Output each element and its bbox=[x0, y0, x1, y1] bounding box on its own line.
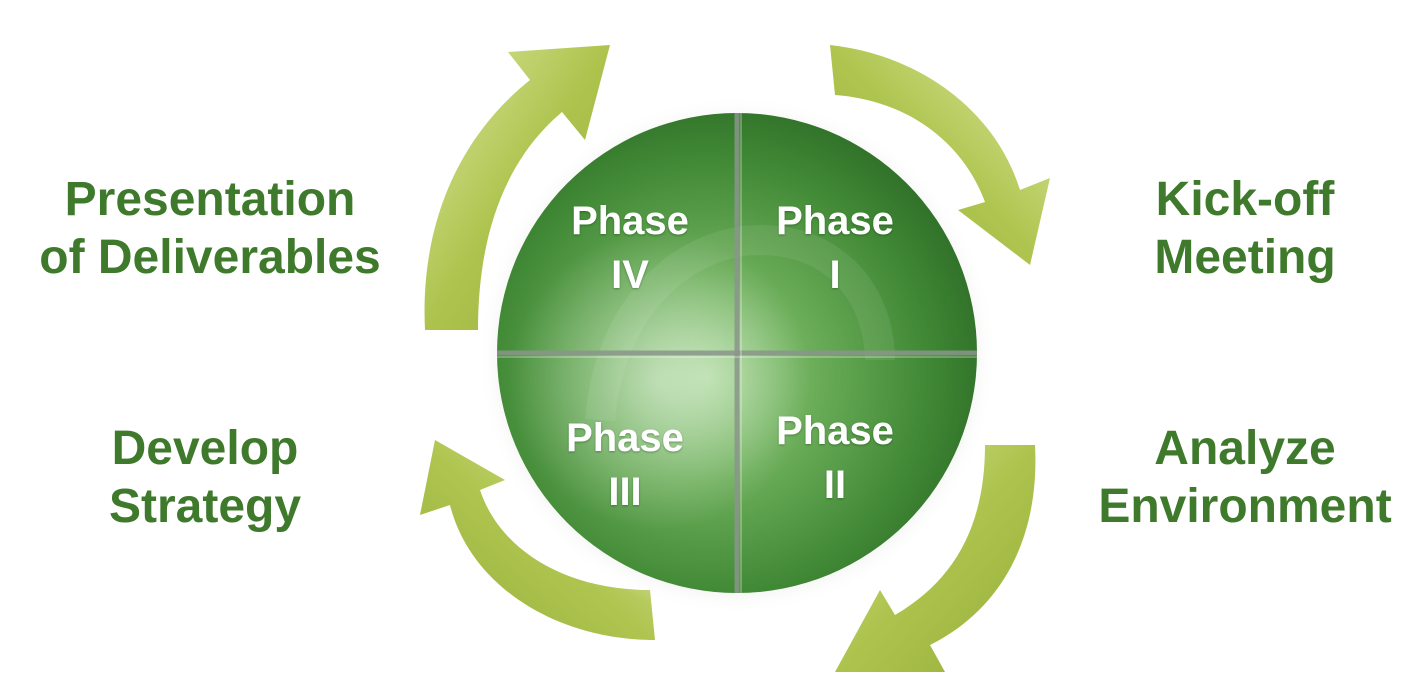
quadrant-number: IV bbox=[611, 253, 649, 297]
curved-arrow-icon bbox=[835, 445, 1036, 672]
step-label-line: Environment bbox=[1098, 480, 1392, 533]
step-label-line: of Deliverables bbox=[39, 231, 381, 284]
curved-arrow-icon bbox=[830, 45, 1050, 265]
quadrant-phase-iv: Phase IV bbox=[540, 194, 720, 302]
quadrant-phase-iii: Phase III bbox=[535, 411, 715, 519]
quadrant-label: Phase bbox=[566, 416, 684, 460]
quadrant-number: III bbox=[608, 470, 642, 514]
quadrant-label: Phase bbox=[571, 199, 689, 243]
curved-arrow-icon bbox=[424, 45, 610, 330]
quadrant-number: I bbox=[829, 253, 841, 297]
step-label-line: Strategy bbox=[108, 480, 302, 533]
quadrant-label: Phase bbox=[776, 409, 894, 453]
quadrant-label: Phase bbox=[776, 199, 894, 243]
quadrant-number: II bbox=[823, 463, 847, 507]
step-label-line: Meeting bbox=[1154, 231, 1336, 284]
step-label-line: Kick-off bbox=[1155, 173, 1335, 226]
step-label-line: Analyze bbox=[1154, 422, 1336, 475]
step-kickoff-meeting: Kick-off Meeting bbox=[1090, 171, 1400, 287]
curved-arrow-icon bbox=[420, 440, 655, 640]
step-label-line: Presentation bbox=[64, 173, 356, 226]
quadrant-phase-i: Phase I bbox=[745, 194, 925, 302]
step-presentation-of-deliverables: Presentation of Deliverables bbox=[10, 171, 410, 287]
step-label-line: Develop bbox=[111, 422, 299, 475]
segmented-sphere-icon bbox=[497, 113, 977, 593]
step-analyze-environment: Analyze Environment bbox=[1080, 420, 1410, 536]
quadrant-phase-ii: Phase II bbox=[745, 404, 925, 512]
step-develop-strategy: Develop Strategy bbox=[50, 420, 360, 536]
